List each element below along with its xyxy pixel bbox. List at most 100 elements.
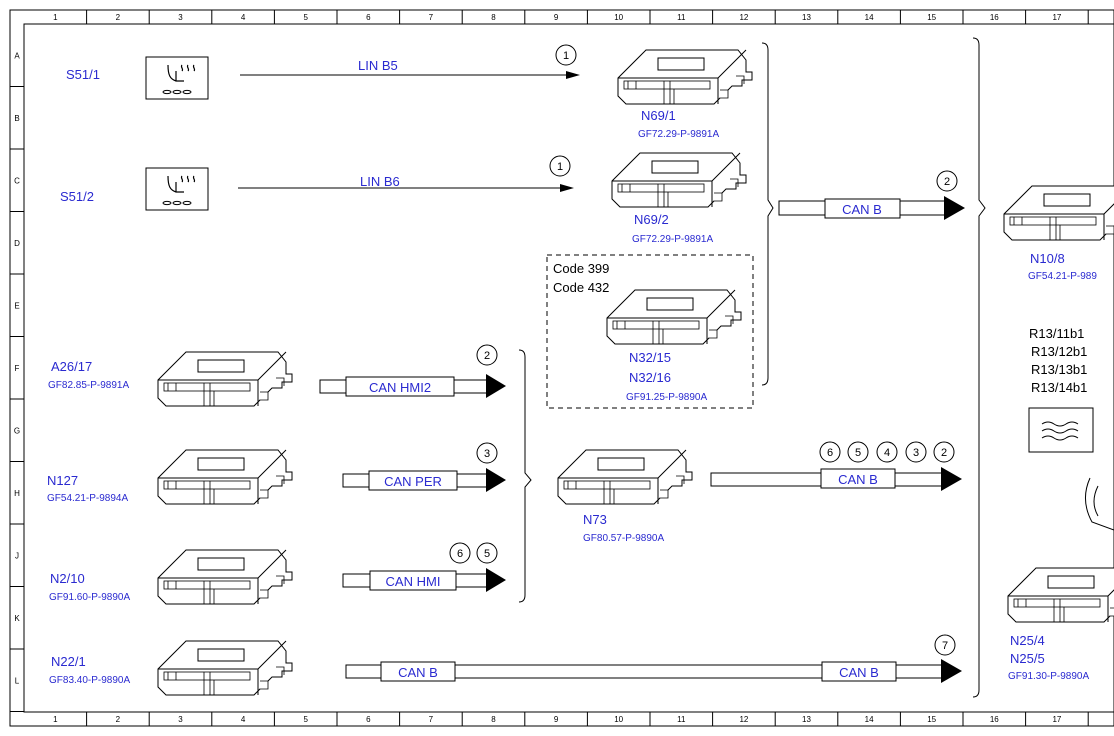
- column-ruler: 1122334455667788991010111112121313141415…: [53, 10, 1089, 726]
- module-name: N32/16: [629, 370, 671, 385]
- module-name: N69/2: [634, 212, 669, 227]
- row-letter: J: [15, 551, 19, 560]
- bus-label: CAN B: [842, 202, 882, 217]
- module-name: N73: [583, 512, 607, 527]
- control-unit-icon: [157, 640, 293, 696]
- column-number: 11: [677, 13, 686, 22]
- sensor-label: R13/11b1: [1029, 326, 1084, 341]
- svg-text:3: 3: [484, 448, 490, 460]
- ref-circle: 1: [549, 155, 571, 177]
- control-unit-icon: [617, 49, 753, 105]
- column-number: 2: [116, 715, 121, 724]
- row-letter: K: [14, 614, 20, 623]
- svg-text:2: 2: [484, 350, 490, 362]
- column-number: 17: [1052, 13, 1061, 22]
- module-name: N69/1: [641, 108, 676, 123]
- column-number: 14: [865, 715, 874, 724]
- column-number: 13: [802, 13, 811, 22]
- bus-label-box: [345, 376, 455, 397]
- row-letter: D: [14, 239, 20, 248]
- arrow-head-icon: [486, 374, 506, 398]
- bus-label-box: [824, 198, 901, 219]
- bus-label: CAN HMI: [386, 574, 441, 589]
- column-number: 8: [491, 715, 496, 724]
- column-number: 4: [241, 715, 246, 724]
- row-letter: F: [15, 364, 20, 373]
- svg-text:1: 1: [557, 161, 563, 173]
- module-name: A26/17: [51, 359, 92, 374]
- seat-heating-switch-icon: [145, 167, 209, 211]
- svg-text:4: 4: [884, 447, 890, 459]
- control-unit-icon: [606, 289, 742, 345]
- svg-text:1: 1: [563, 50, 569, 62]
- bus-label: CAN HMI2: [369, 380, 431, 395]
- control-unit-icon: [157, 549, 293, 605]
- ref-circle: 3: [476, 442, 498, 464]
- svg-text:3: 3: [913, 447, 919, 459]
- column-number: 3: [178, 715, 183, 724]
- module-name: N25/4: [1010, 633, 1045, 648]
- module-name: N25/5: [1010, 651, 1045, 666]
- svg-text:7: 7: [942, 640, 948, 652]
- seat-heating-switch-icon: [145, 56, 209, 100]
- column-number: 15: [927, 13, 936, 22]
- module-part: GF91.30-P-9890A: [1008, 671, 1089, 682]
- sensor-label: R13/14b1: [1031, 380, 1087, 395]
- arrow-head-icon: [486, 568, 506, 592]
- sensor-label: R13/13b1: [1031, 362, 1087, 377]
- column-number: 11: [677, 715, 686, 724]
- column-number: 9: [554, 13, 559, 22]
- module-part: GF82.85-P-9891A: [48, 380, 129, 391]
- ref-circle: 5: [476, 542, 498, 564]
- column-number: 6: [366, 13, 371, 22]
- arrow-head-icon: [486, 468, 506, 492]
- control-unit-icon: [557, 449, 693, 505]
- row-letter: E: [14, 301, 19, 310]
- ref-circle: 2: [476, 344, 498, 366]
- column-number: 7: [429, 715, 434, 724]
- bus-label: CAN B: [838, 472, 878, 487]
- ref-circle: 7: [934, 634, 956, 656]
- bus-label-box: [368, 470, 458, 491]
- wave-icon: [1041, 421, 1079, 441]
- module-part: GF54.21-P-9894A: [47, 493, 128, 504]
- column-number: 2: [116, 13, 121, 22]
- column-number: 5: [303, 715, 308, 724]
- column-number: 17: [1052, 715, 1061, 724]
- switch-label: S51/1: [66, 67, 100, 82]
- svg-text:5: 5: [484, 548, 490, 560]
- module-part: GF72.29-P-9891A: [638, 129, 719, 140]
- steering-wheel-icon: [1085, 477, 1114, 531]
- arrow-head-icon: [941, 659, 962, 683]
- row-letter: C: [14, 176, 20, 185]
- svg-text:5: 5: [855, 447, 861, 459]
- optional-code-box: [546, 254, 754, 409]
- module-part: GF72.29-P-9891A: [632, 234, 713, 245]
- column-number: 15: [927, 715, 936, 724]
- bus-label-box: [380, 661, 456, 682]
- ref-circle: 3: [905, 441, 927, 463]
- column-number: 5: [303, 13, 308, 22]
- switch-label: S51/2: [60, 189, 94, 204]
- row-letter: B: [14, 114, 19, 123]
- control-unit-icon: [611, 152, 747, 208]
- arrow-head-icon: [560, 184, 574, 192]
- bus-label-box: [820, 468, 896, 489]
- column-number: 9: [554, 715, 559, 724]
- column-number: 3: [178, 13, 183, 22]
- column-number: 10: [614, 715, 623, 724]
- row-letter: G: [14, 426, 20, 435]
- bus-label-box: [369, 570, 457, 591]
- group-brace: [972, 37, 986, 698]
- column-number: 12: [739, 715, 748, 724]
- column-number: 13: [802, 715, 811, 724]
- ref-circle: 6: [819, 441, 841, 463]
- module-name: N32/15: [629, 350, 671, 365]
- module-part: GF80.57-P-9890A: [583, 533, 664, 544]
- row-letter: H: [14, 489, 20, 498]
- control-unit-icon: [157, 449, 293, 505]
- column-number: 16: [990, 715, 999, 724]
- svg-text:2: 2: [944, 176, 950, 188]
